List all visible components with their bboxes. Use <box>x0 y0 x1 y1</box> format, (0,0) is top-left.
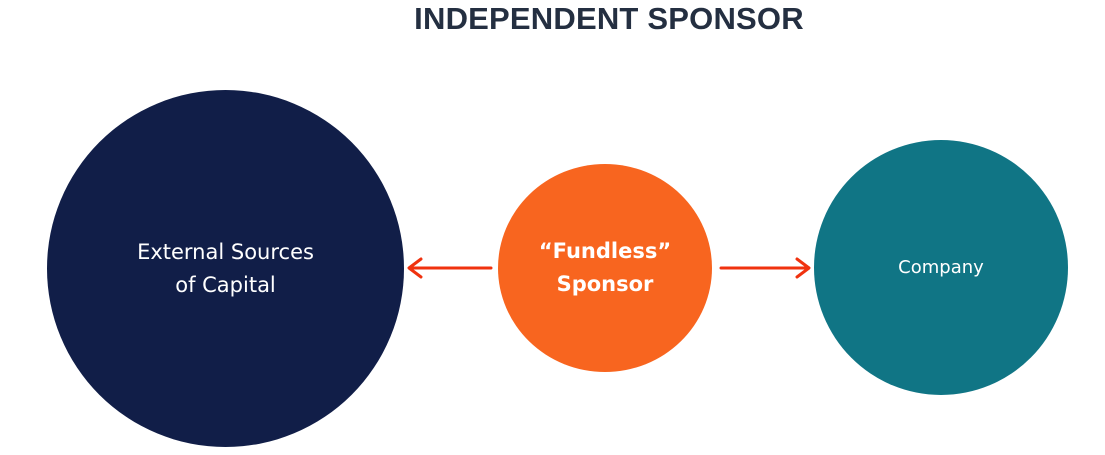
company-node: Company <box>814 140 1068 395</box>
fundless-sponsor-label-line2: Sponsor <box>556 272 654 296</box>
arrow-left-icon <box>407 257 493 279</box>
diagram-title: INDEPENDENT SPONSOR <box>414 1 804 36</box>
arrow-right-icon <box>719 257 811 279</box>
external-capital-label-line2: of Capital <box>175 272 276 297</box>
fundless-sponsor-node: “Fundless” Sponsor <box>498 164 712 372</box>
company-label: Company <box>898 257 984 278</box>
external-capital-label-line1: External Sources <box>137 239 314 264</box>
fundless-sponsor-label-line1: “Fundless” <box>538 239 672 263</box>
external-capital-node: External Sources of Capital <box>47 90 404 447</box>
